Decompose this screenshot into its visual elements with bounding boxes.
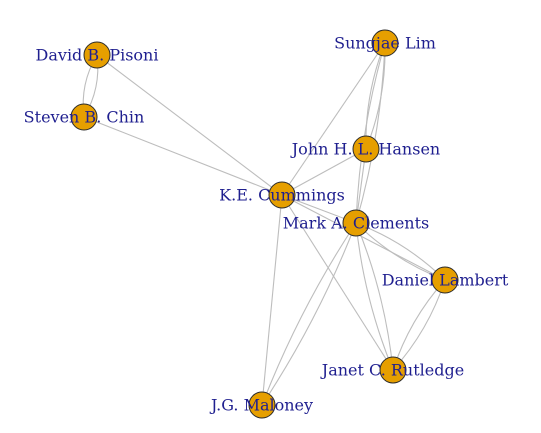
- edge-cummings-lambert: [281, 194, 446, 281]
- node-hansen[interactable]: John H. L. Hansen: [290, 135, 440, 163]
- edge-hansen-cummings: [281, 148, 367, 196]
- node-label-maloney: J.G. Maloney: [209, 396, 313, 415]
- edge-lim-hansen: [365, 42, 386, 150]
- edge-clements-rutledge: [355, 222, 394, 371]
- edge-lambert-rutledge: [392, 279, 446, 371]
- edge-lim-cummings: [281, 42, 386, 196]
- node-cummings[interactable]: K.E. Cummings: [219, 181, 345, 209]
- edge-clements-maloney: [261, 222, 357, 406]
- node-circle-clements[interactable]: [342, 209, 370, 237]
- node-chin[interactable]: Steven B. Chin: [24, 103, 145, 131]
- node-circle-rutledge[interactable]: [379, 356, 407, 384]
- node-label-cummings: K.E. Cummings: [219, 186, 345, 205]
- edge-pisoni-cummings: [96, 54, 283, 196]
- edge-lim-clements: [355, 42, 386, 224]
- node-circle-hansen[interactable]: [352, 135, 380, 163]
- node-circle-lambert[interactable]: [431, 266, 459, 294]
- node-circle-pisoni[interactable]: [83, 41, 111, 69]
- edge-cummings-maloney: [261, 194, 283, 406]
- edge-lim-clements: [355, 42, 386, 224]
- edge-chin-cummings: [83, 116, 283, 196]
- node-label-clements: Mark A. Clements: [283, 214, 430, 233]
- node-lambert[interactable]: Daniel Lambert: [382, 266, 509, 294]
- node-lim[interactable]: Sungjae Lim: [334, 29, 436, 57]
- edge-clements-maloney: [261, 222, 357, 406]
- node-circle-cummings[interactable]: [268, 181, 296, 209]
- edge-lambert-rutledge: [392, 279, 446, 371]
- node-label-pisoni: David B. Pisoni: [36, 46, 159, 65]
- node-pisoni[interactable]: David B. Pisoni: [36, 41, 159, 69]
- node-label-hansen: John H. L. Hansen: [290, 140, 440, 159]
- edge-cummings-rutledge: [281, 194, 394, 371]
- edge-clements-rutledge: [355, 222, 394, 371]
- node-rutledge[interactable]: Janet C. Rutledge: [320, 356, 464, 384]
- node-clements[interactable]: Mark A. Clements: [283, 209, 430, 237]
- node-circle-chin[interactable]: [70, 103, 98, 131]
- node-circle-lim[interactable]: [371, 29, 399, 57]
- node-label-chin: Steven B. Chin: [24, 108, 145, 127]
- node-circle-maloney[interactable]: [248, 391, 276, 419]
- node-maloney[interactable]: J.G. Maloney: [209, 391, 313, 419]
- node-label-lambert: Daniel Lambert: [382, 271, 509, 290]
- node-label-rutledge: Janet C. Rutledge: [320, 361, 464, 380]
- node-label-lim: Sungjae Lim: [334, 34, 436, 53]
